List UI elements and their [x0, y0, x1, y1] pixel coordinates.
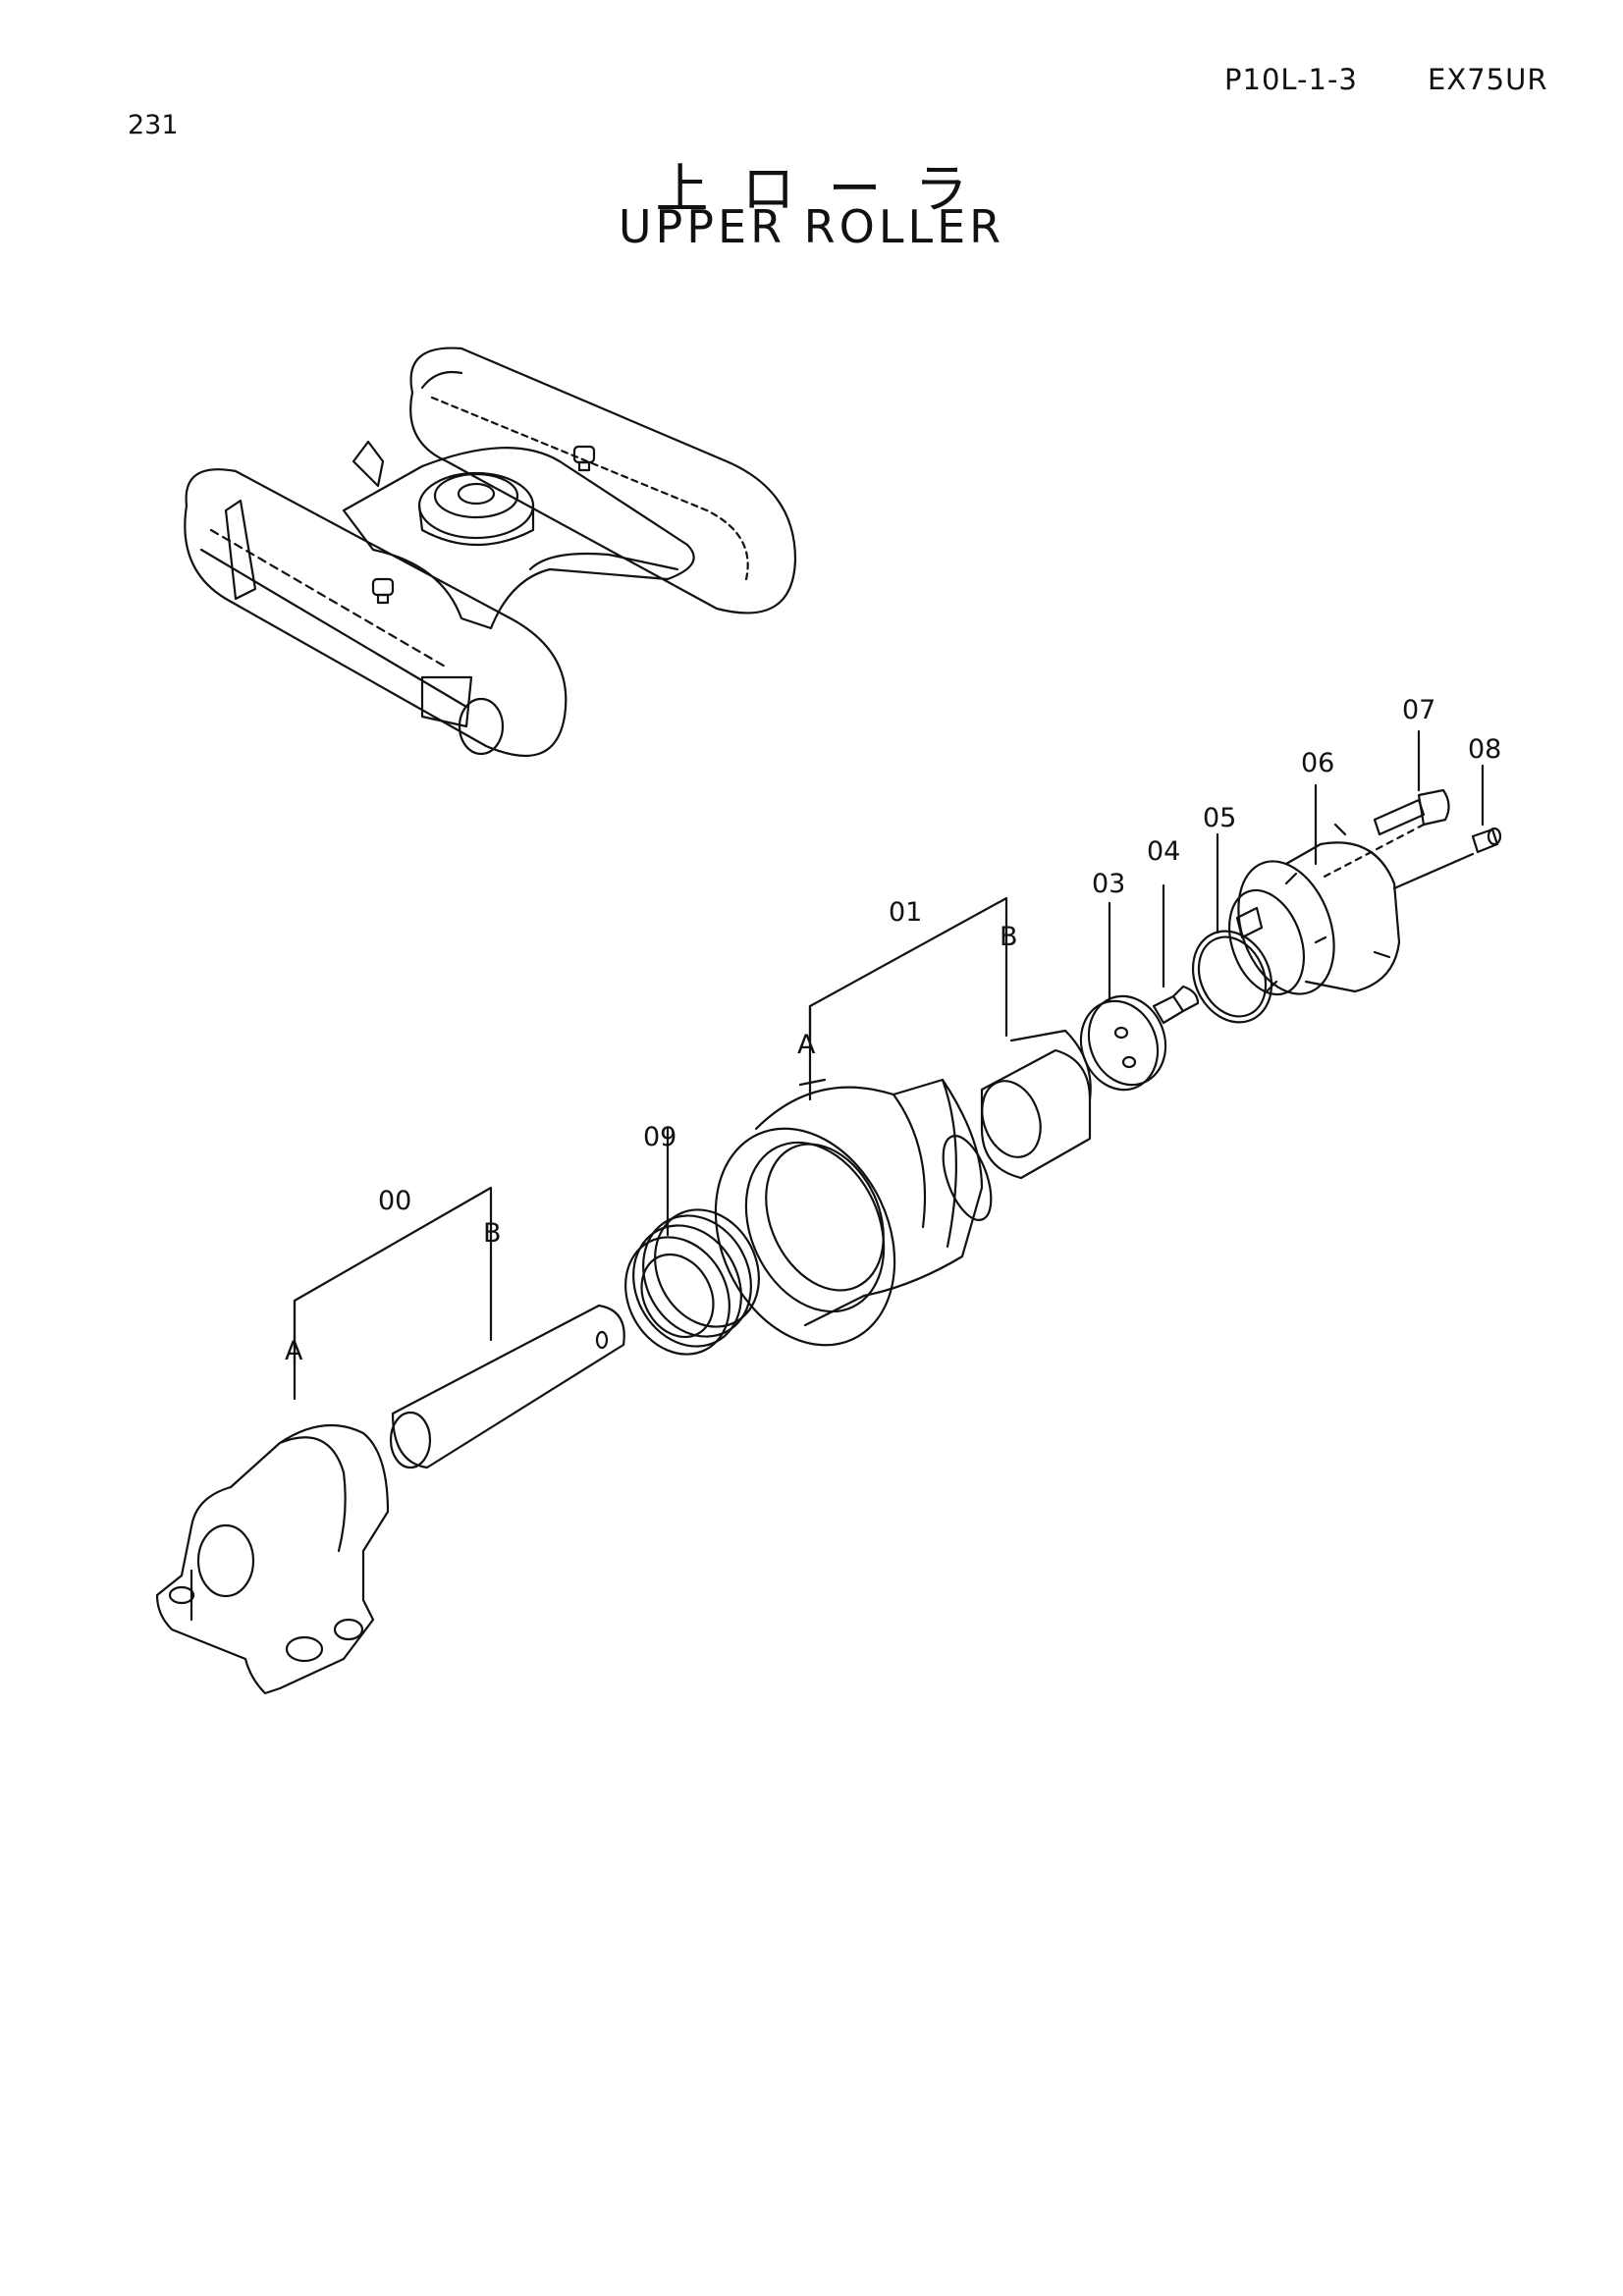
part-07-bolt [1319, 729, 1450, 881]
callout-00-a: A [285, 1336, 303, 1366]
part-04-plug [1152, 883, 1200, 1025]
part-08-set-screw [1392, 764, 1502, 890]
part-06-hub [1228, 783, 1401, 996]
part-05-o-ring [1191, 832, 1273, 1024]
document-code: P10L-1-3 [1224, 63, 1358, 96]
part-09-floating-seal [624, 1127, 760, 1356]
part-03-cover-plate [1079, 901, 1167, 1092]
part-01-roller-and-bushing [714, 896, 1092, 1347]
part-00-shaft-and-bracket [155, 1186, 625, 1695]
callout-08: 08 [1468, 734, 1501, 765]
callout-09: 09 [643, 1122, 676, 1152]
callout-00: 00 [378, 1186, 411, 1216]
callout-06: 06 [1301, 748, 1334, 778]
machine-model: EX75UR [1428, 63, 1548, 96]
undercarriage-overview-drawing [184, 347, 797, 758]
title-japanese: 上ローラ [655, 158, 1001, 220]
callout-01-b: B [1000, 922, 1018, 952]
callout-01: 01 [889, 897, 922, 928]
callout-05: 05 [1203, 803, 1236, 833]
callout-00-b: B [483, 1218, 502, 1249]
title-english: UPPER ROLLER [618, 200, 1005, 253]
callout-03: 03 [1092, 869, 1125, 899]
page-number: 231 [128, 110, 179, 140]
callout-01-a: A [797, 1030, 816, 1060]
callout-07: 07 [1402, 695, 1435, 725]
callout-04: 04 [1147, 836, 1180, 867]
